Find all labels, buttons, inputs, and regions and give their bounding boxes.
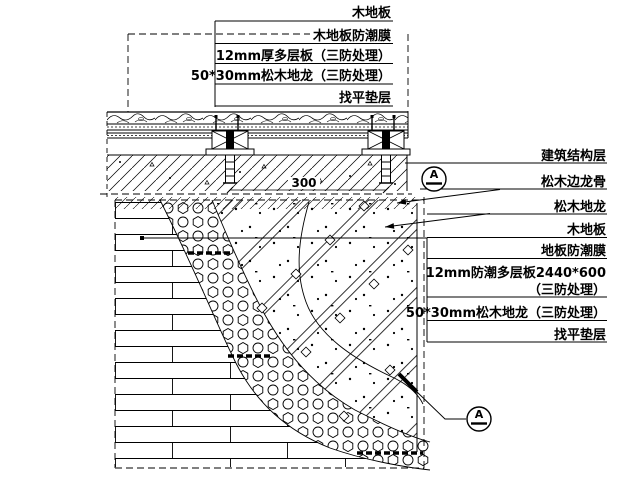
label-pine-keel-50x30: 50*30mm松木地龙（三防处理） [191, 68, 391, 84]
structure-slab [100, 154, 412, 195]
label-leveling-cushion: 找平垫层 [339, 90, 391, 106]
detail-marker-bottom-letter: A [475, 408, 484, 421]
leader-pine-keel [384, 213, 491, 229]
bold-keel-marks [188, 251, 423, 455]
film-right-boundary [211, 199, 431, 443]
label-wood-floorboard-plan: 木地板 [566, 222, 607, 238]
detail-extent-dashed-box [127, 33, 409, 112]
detail-marker-top-letter: A [430, 168, 439, 181]
detail-marker-bottom: A [466, 406, 492, 432]
leader-wood-floorboard [140, 236, 427, 240]
label-plywood-2440x600-line2: （三防处理） [528, 282, 606, 298]
label-structure-layer: 建筑结构层 [541, 148, 606, 164]
plan-view [114, 197, 431, 471]
keel-detail-target [397, 372, 419, 394]
pedestal-support-2 [361, 115, 411, 184]
right-label-block: 建筑结构层 松木边龙骨 松木地龙 木地板 地板防潮膜 12mm防潮多层板2440… [405, 148, 607, 343]
membrane-plywood-layers [107, 126, 408, 139]
label-wood-floorboard: 木地板 [351, 5, 392, 21]
layer-break-curve [298, 201, 424, 405]
label-pine-keel-50x30-plan: 50*30mm松木地龙（三防处理） [406, 305, 606, 321]
wood-grain-layer [107, 112, 408, 124]
pedestal-support-1 [205, 115, 255, 184]
label-pine-keel: 松木地龙 [554, 199, 606, 215]
leader-detail-bottom [415, 390, 466, 420]
leader-lines [140, 189, 501, 420]
leader-edge-keel [396, 189, 501, 205]
top-label-lines [215, 20, 393, 107]
section-view: 300 [100, 33, 412, 197]
plan-borders [114, 197, 425, 470]
label-floor-moisture-film: 地板防潮膜 [541, 243, 606, 259]
label-floorboard-moisture-film: 木地板防潮膜 [312, 28, 391, 44]
dimension-300: 300 [226, 176, 390, 194]
label-edge-keel: 松木边龙骨 [541, 174, 606, 190]
detail-marker-top: A [421, 166, 447, 192]
label-plywood-2440x600: 12mm防潮多层板2440*600 [426, 265, 606, 281]
label-leveling-cushion-plan: 找平垫层 [554, 327, 606, 343]
label-plywood-12mm: 12mm厚多层板（三防处理） [216, 48, 391, 64]
film-left-boundary [159, 199, 431, 471]
edge-keel-strip [115, 197, 417, 209]
top-label-block: 木地板 木地板防潮膜 12mm厚多层板（三防处理） 50*30mm松木地龙（三防… [191, 5, 393, 107]
dimension-300-text: 300 [291, 176, 316, 190]
